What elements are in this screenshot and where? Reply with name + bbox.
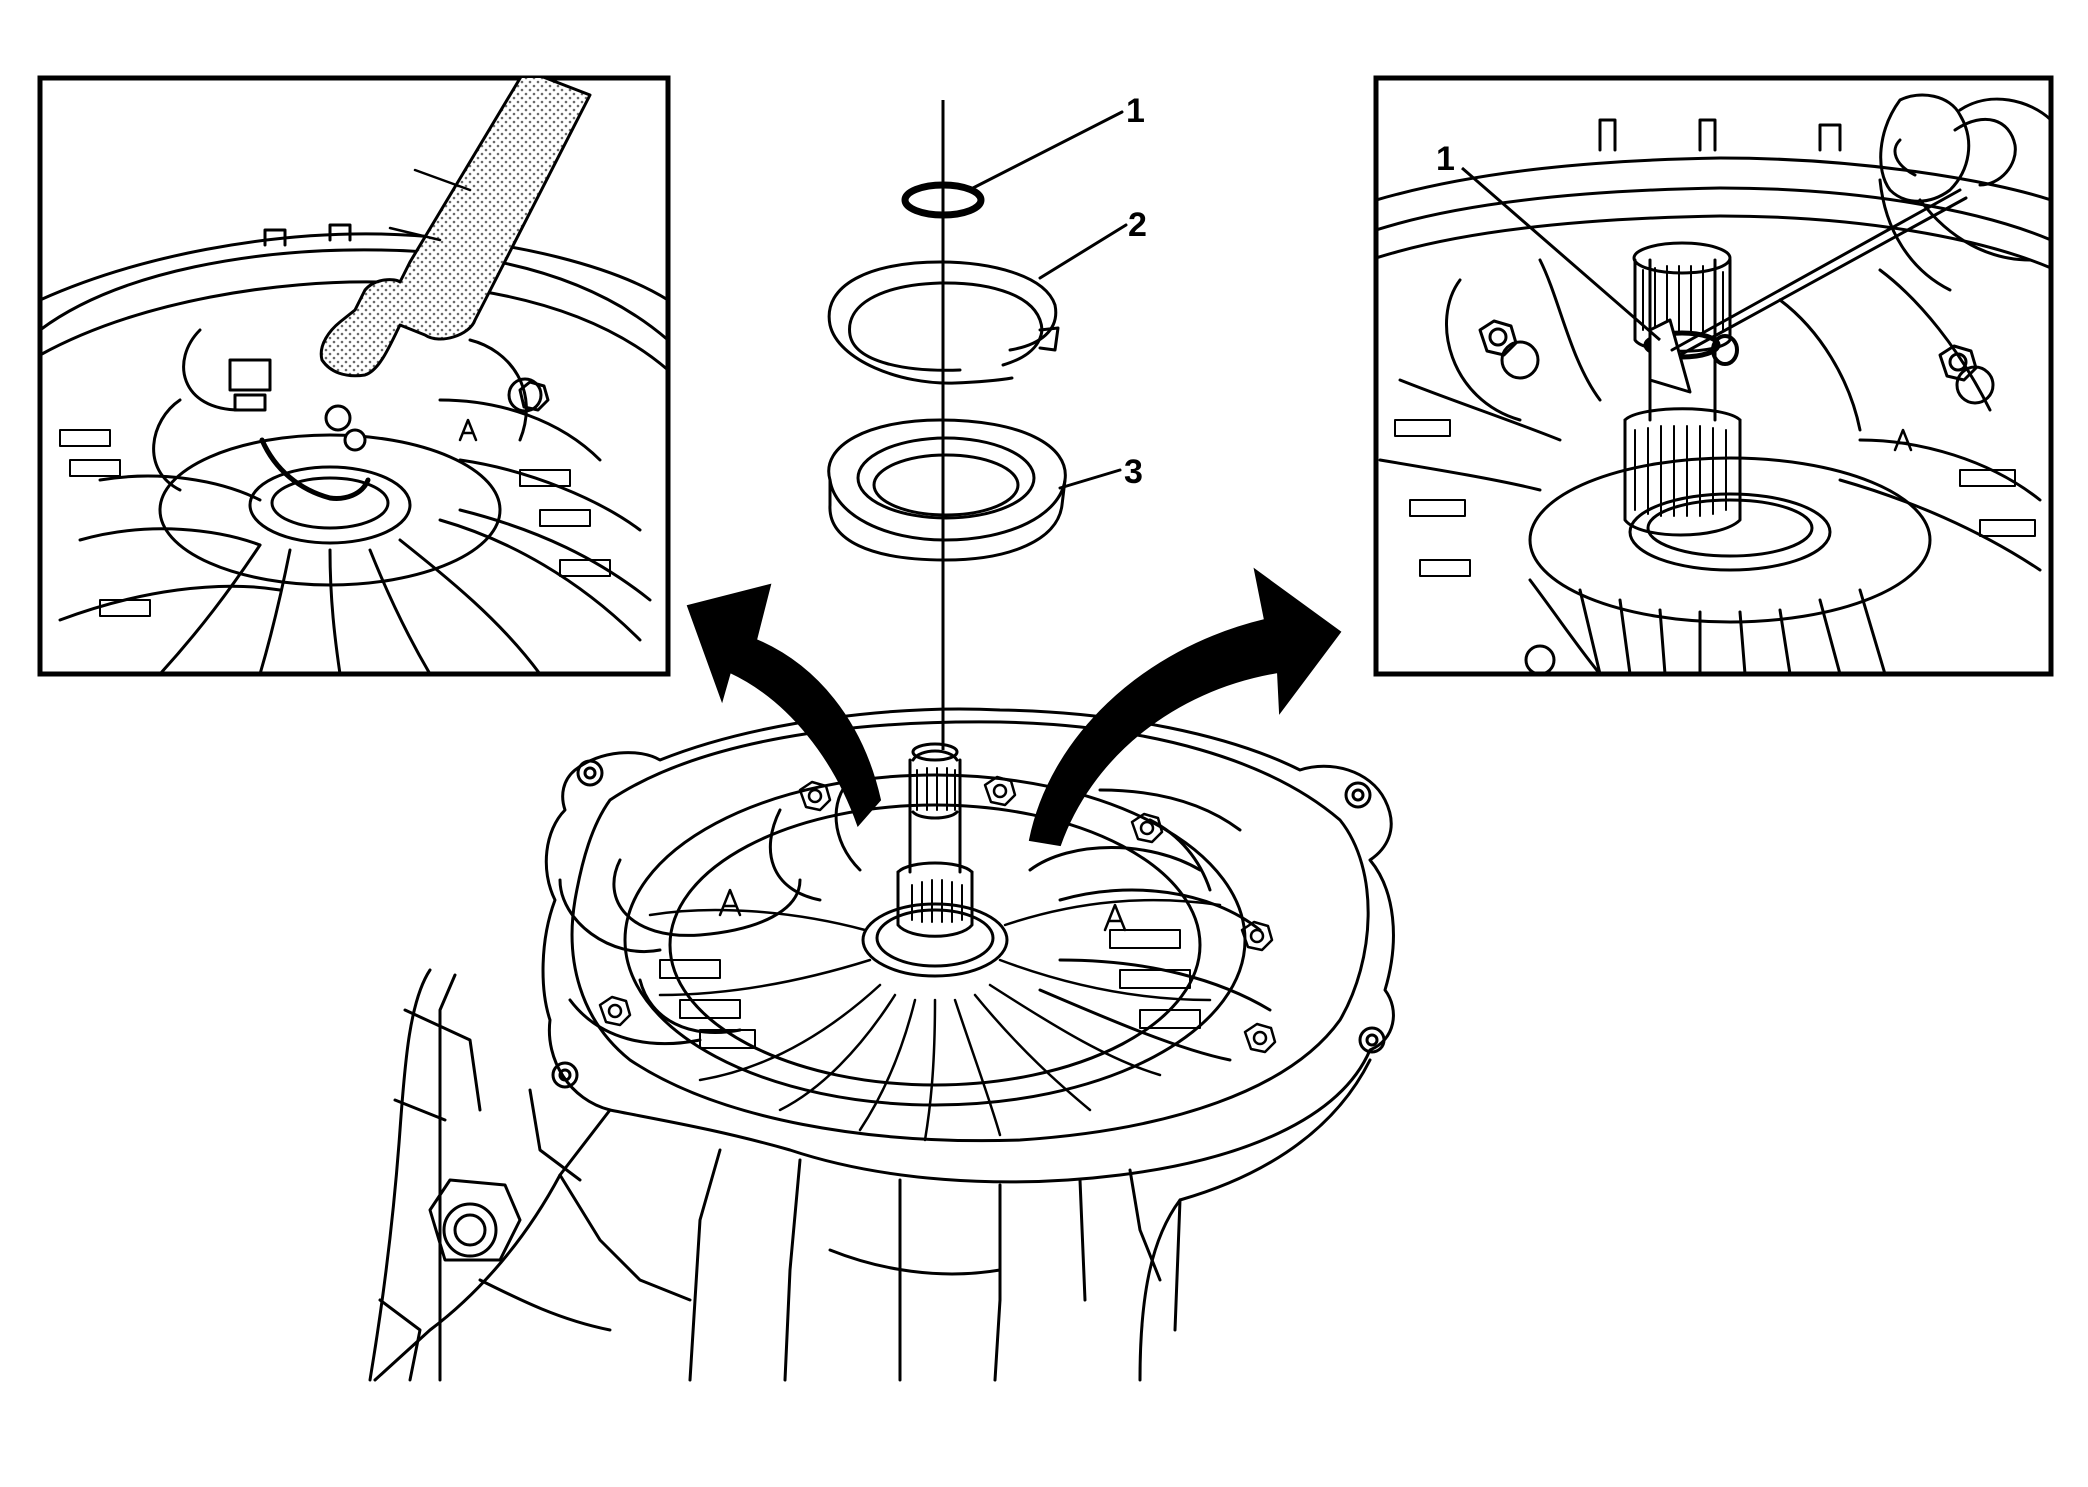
- right-inset-panel: 1: [1373, 75, 2054, 677]
- retaining-ring-icon: [827, 260, 1060, 385]
- seal-removal-tool-icon: [319, 78, 592, 378]
- transmission-case: [368, 707, 1395, 1382]
- callout-1-label: 1: [1126, 92, 1145, 130]
- callout-2-label: 2: [1128, 206, 1147, 244]
- small-snap-ring-icon: [901, 181, 985, 219]
- callout-3-leader: [1058, 468, 1122, 490]
- inset-callout-1-leader: [1461, 166, 1661, 342]
- inset-callout-1-label: 1: [1436, 140, 1455, 178]
- arrow-to-right-inset-icon: [1028, 567, 1342, 847]
- callout-3-label: 3: [1124, 453, 1143, 491]
- seal-icon: [827, 418, 1067, 562]
- callout-2-leader: [1038, 223, 1128, 280]
- left-inset-panel: [37, 75, 671, 677]
- callout-1-leader: [971, 110, 1124, 190]
- arrow-to-left-inset-icon: [686, 583, 882, 827]
